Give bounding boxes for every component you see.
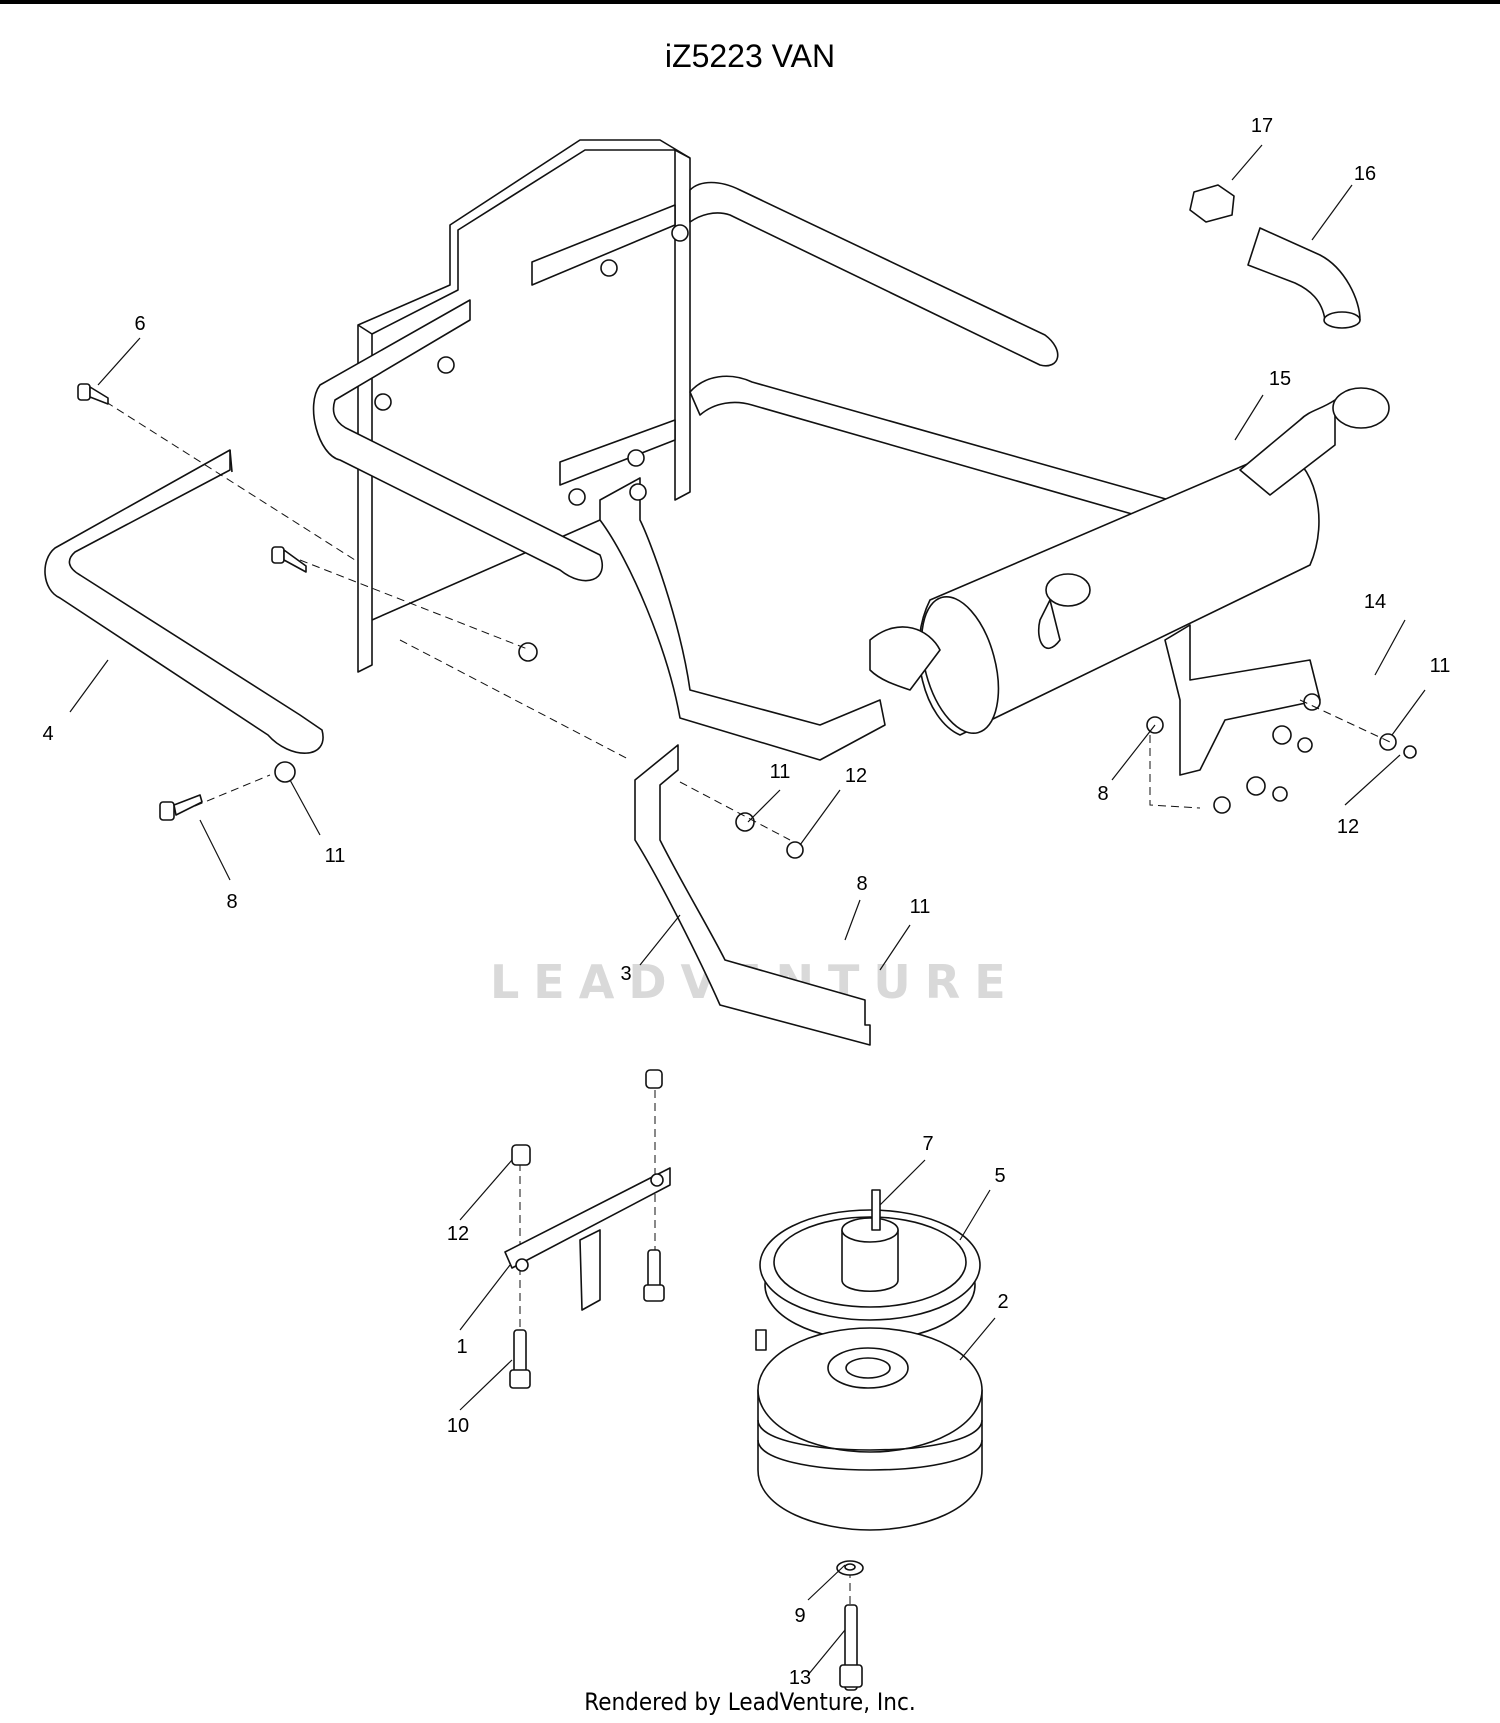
diagram-title: iZ5223 VAN [664, 38, 836, 74]
bracket-part-3 [634, 744, 871, 1046]
bracket-part-14 [1146, 624, 1417, 814]
nut-part-17 [1189, 184, 1235, 223]
callout-4: 4 [42, 723, 53, 745]
callout-11-left: 11 [325, 845, 346, 867]
callout-11-right: 11 [1430, 655, 1451, 677]
washer-part-9 [836, 1560, 864, 1576]
callout-11-lower: 11 [910, 896, 931, 918]
callout-12-clutch: 12 [447, 1223, 469, 1245]
callout-1: 1 [456, 1336, 467, 1358]
callout-10: 10 [447, 1415, 469, 1437]
clutch-part-2 [755, 1327, 983, 1531]
callout-12-right: 12 [1337, 816, 1359, 838]
callout-8-bracket: 8 [856, 873, 867, 895]
clutch-bracket-part-1 [504, 1167, 671, 1311]
callout-3: 3 [620, 963, 631, 985]
pulley-part-5 [759, 1189, 981, 1341]
lower-frame-bar-part [559, 375, 1241, 546]
render-credit-footer: Rendered by LeadVenture, Inc. [584, 1688, 916, 1716]
hanger-bracket-part [599, 477, 886, 761]
bolt-part-13 [839, 1604, 863, 1691]
callout-7: 7 [922, 1133, 933, 1155]
callout-13: 13 [789, 1667, 811, 1689]
callout-8-muffler: 8 [1097, 783, 1108, 805]
elbow-fitting-part-16 [1247, 227, 1361, 329]
callout-12-bracket: 12 [845, 765, 867, 787]
callout-9: 9 [794, 1605, 805, 1627]
callout-5: 5 [994, 1165, 1005, 1187]
callout-labels: 17 16 6 15 14 11 4 8 12 11 12 11 8 8 11 … [42, 115, 1450, 1689]
muffler-part-15 [869, 387, 1390, 736]
upper-frame-bar-part [312, 181, 1059, 582]
bolt-part-8-left [159, 794, 203, 821]
bolt-part-6 [77, 383, 109, 405]
callout-15: 15 [1269, 368, 1291, 390]
callout-14: 14 [1364, 591, 1386, 613]
callout-17: 17 [1251, 115, 1273, 137]
callout-11-bracket: 11 [770, 761, 791, 783]
callout-6: 6 [134, 313, 145, 335]
callout-leader-lines [69, 144, 1426, 1676]
callout-16: 16 [1354, 163, 1376, 185]
left-frame-bar-part-4 [44, 449, 324, 783]
bolt-frame [271, 546, 307, 573]
top-border-rule [0, 0, 1500, 4]
bolt-part-10 [509, 1249, 665, 1389]
nut-part-12-bracket [511, 1069, 663, 1166]
callout-8-left: 8 [226, 891, 237, 913]
callout-2: 2 [997, 1291, 1008, 1313]
